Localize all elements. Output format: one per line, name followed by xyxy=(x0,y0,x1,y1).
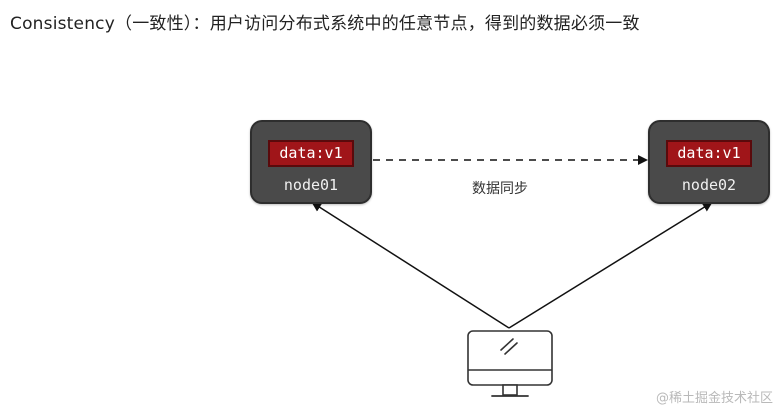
watermark: @稀土掘金技术社区 xyxy=(655,391,773,406)
node01-label: node01 xyxy=(283,176,339,194)
node02-label: node02 xyxy=(681,176,737,194)
diagram-title: Consistency（一致性）：用户访问分布式系统中的任意节点，得到的数据必须… xyxy=(10,14,640,34)
client-to-node01-arrow xyxy=(311,201,510,329)
node01-data-tag: data:v1 xyxy=(268,140,354,167)
node02-data-tag: data:v1 xyxy=(666,140,752,167)
monitor-icon xyxy=(467,330,553,397)
sync-label: 数据同步 xyxy=(472,181,528,197)
node01-box: data:v1 node01 xyxy=(250,120,372,204)
client-to-node02-arrow xyxy=(508,201,713,329)
node02-box: data:v1 node02 xyxy=(648,120,770,204)
